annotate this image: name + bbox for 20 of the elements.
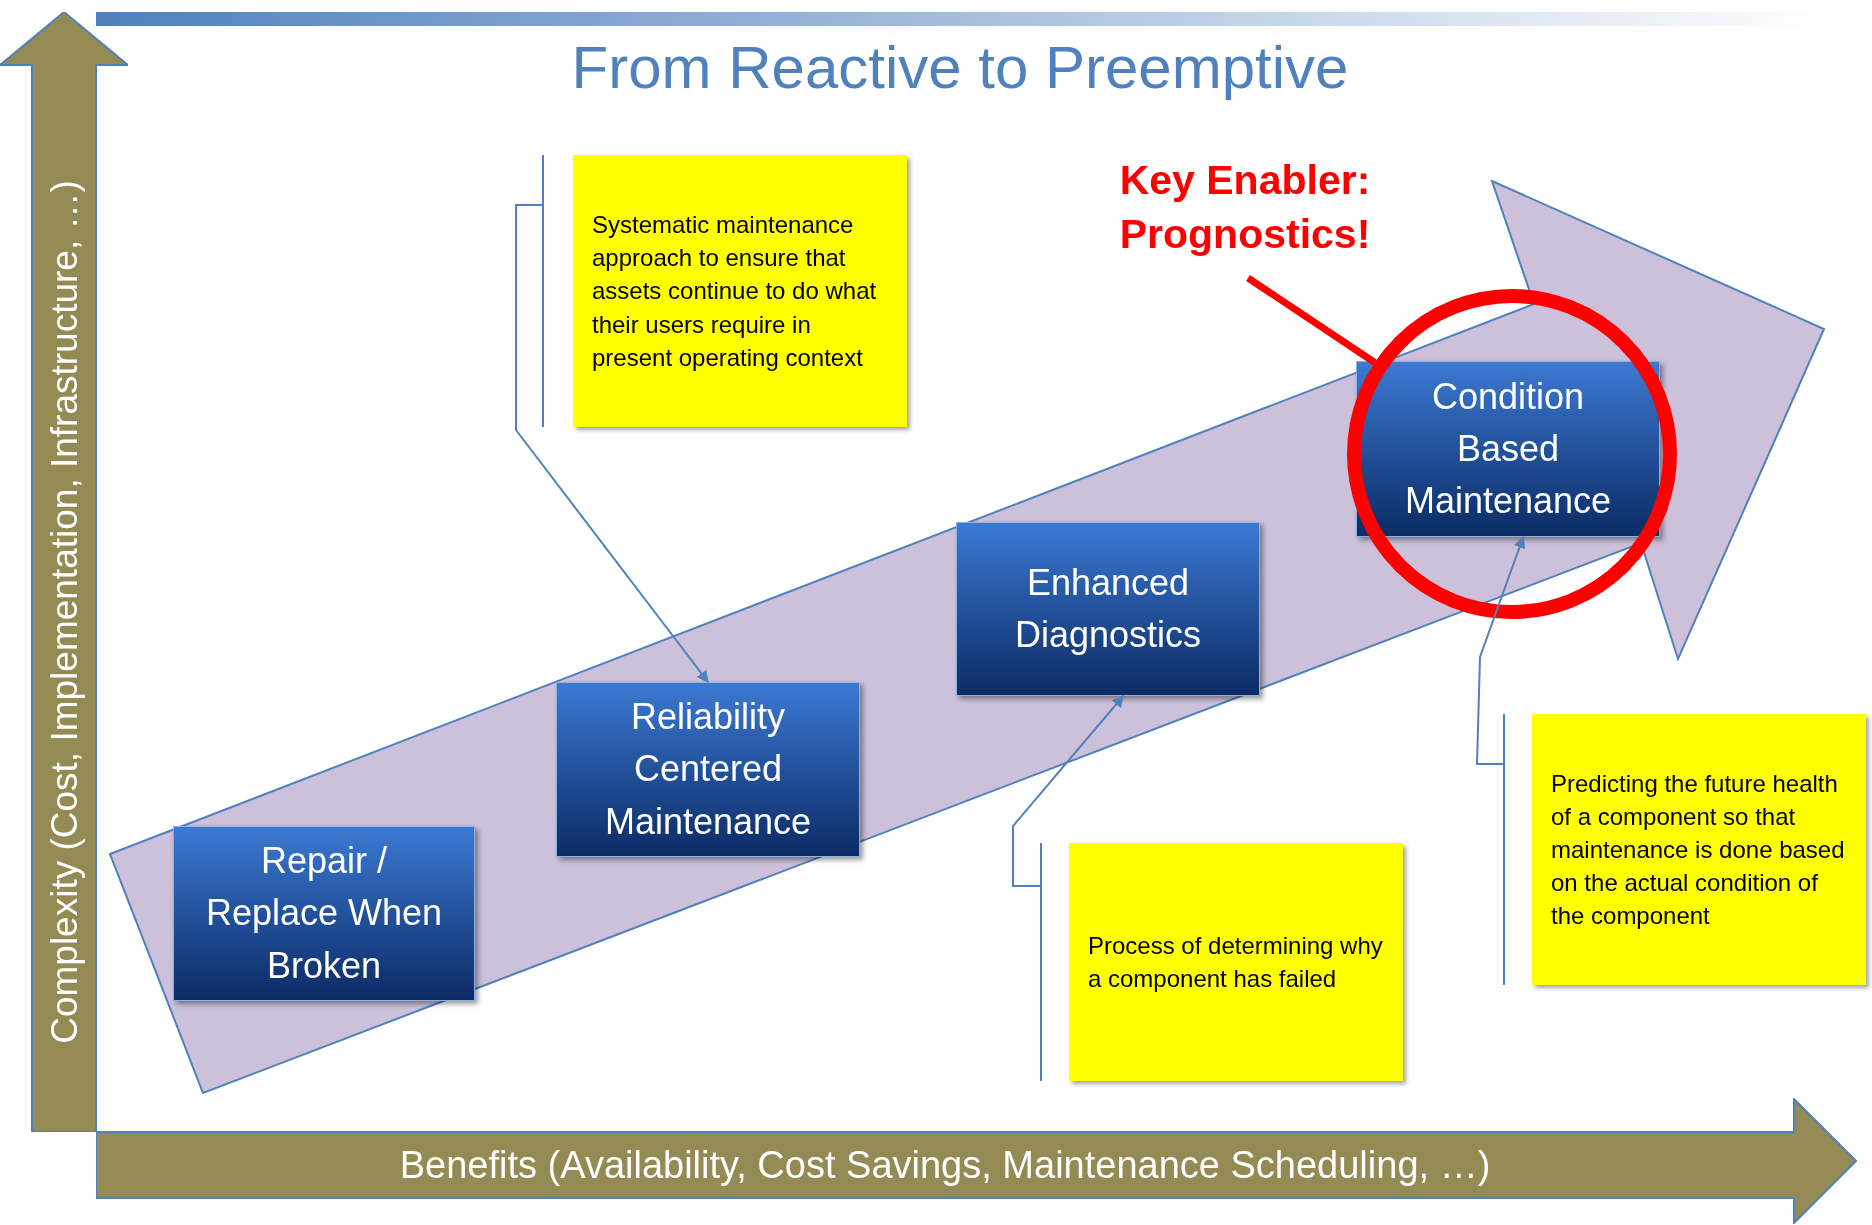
stage-label: Condition Based Maintenance (1403, 374, 1613, 524)
stage-box (173, 826, 475, 1001)
stage-box (956, 522, 1260, 696)
title: From Reactive to Preemptive (570, 33, 1350, 103)
stage-label: Reliability Centered Maintenance (603, 695, 813, 844)
leader-line (1012, 695, 1125, 887)
stage-label: Repair / Replace When Broken (204, 839, 444, 988)
note-box (1069, 843, 1403, 1081)
note-text: Systematic maintenance approach to ensure that assets continue to do what their users require in present operating context (592, 210, 878, 373)
callout-text: Key Enabler: Prognostics! (1118, 156, 1372, 259)
note-box (1532, 714, 1866, 985)
leader-line (515, 204, 709, 683)
note-box (573, 155, 907, 427)
axis-label: Benefits (Availability, Cost Savings, Maintenance Scheduling, …) (399, 1146, 1491, 1184)
leader-line (1475, 535, 1526, 765)
stage-label: Enhanced Diagnostics (1013, 560, 1203, 657)
axis-label: Complexity (Cost, Implementation, Infrastructure, …) (45, 180, 83, 1044)
stage-box (556, 682, 860, 857)
note-text: Process of determining why a component has failed (1088, 930, 1384, 994)
note-text: Predicting the future health of a component so that maintenance is done based on the actual condition of the component (1551, 768, 1846, 932)
